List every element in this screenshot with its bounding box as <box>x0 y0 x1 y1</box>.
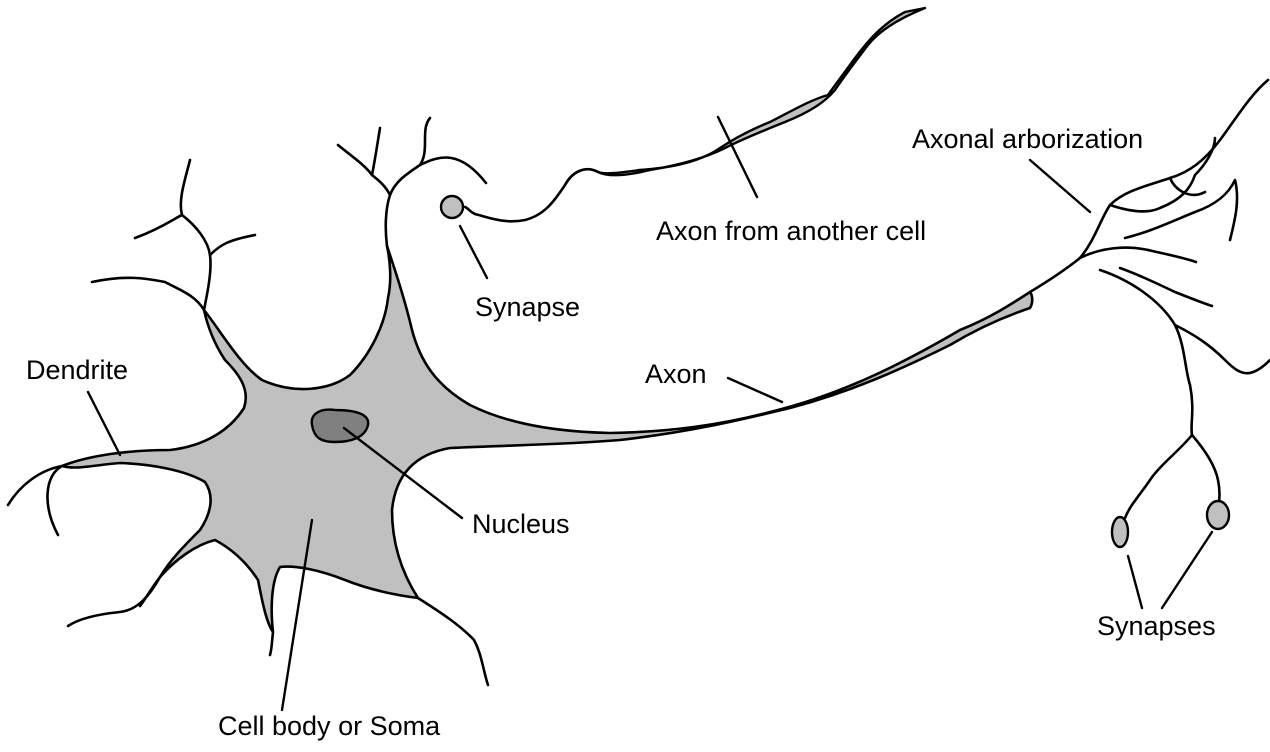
leader-dendrite <box>88 392 120 455</box>
leader-synapse <box>460 226 487 278</box>
label-axon: Axon <box>645 359 707 389</box>
label-axonal-arborization: Axonal arborization <box>912 124 1143 154</box>
leader-axonal-arborization <box>1030 160 1090 212</box>
leader-axon <box>728 378 782 402</box>
synapse-bulb-right <box>1207 501 1229 529</box>
leader-synapses-left <box>1128 556 1142 608</box>
label-synapse: Synapse <box>475 292 580 322</box>
synapse-bulb <box>441 196 463 218</box>
label-cell-body: Cell body or Soma <box>218 711 441 741</box>
leader-synapses-right <box>1162 532 1212 608</box>
synapse-bulb-left <box>1112 517 1128 547</box>
label-nucleus: Nucleus <box>472 509 570 539</box>
incoming-axon <box>465 8 925 221</box>
label-synapses: Synapses <box>1097 611 1216 641</box>
nucleus <box>312 410 368 442</box>
label-dendrite: Dendrite <box>26 355 128 385</box>
label-axon-from-another-cell: Axon from another cell <box>656 216 926 246</box>
